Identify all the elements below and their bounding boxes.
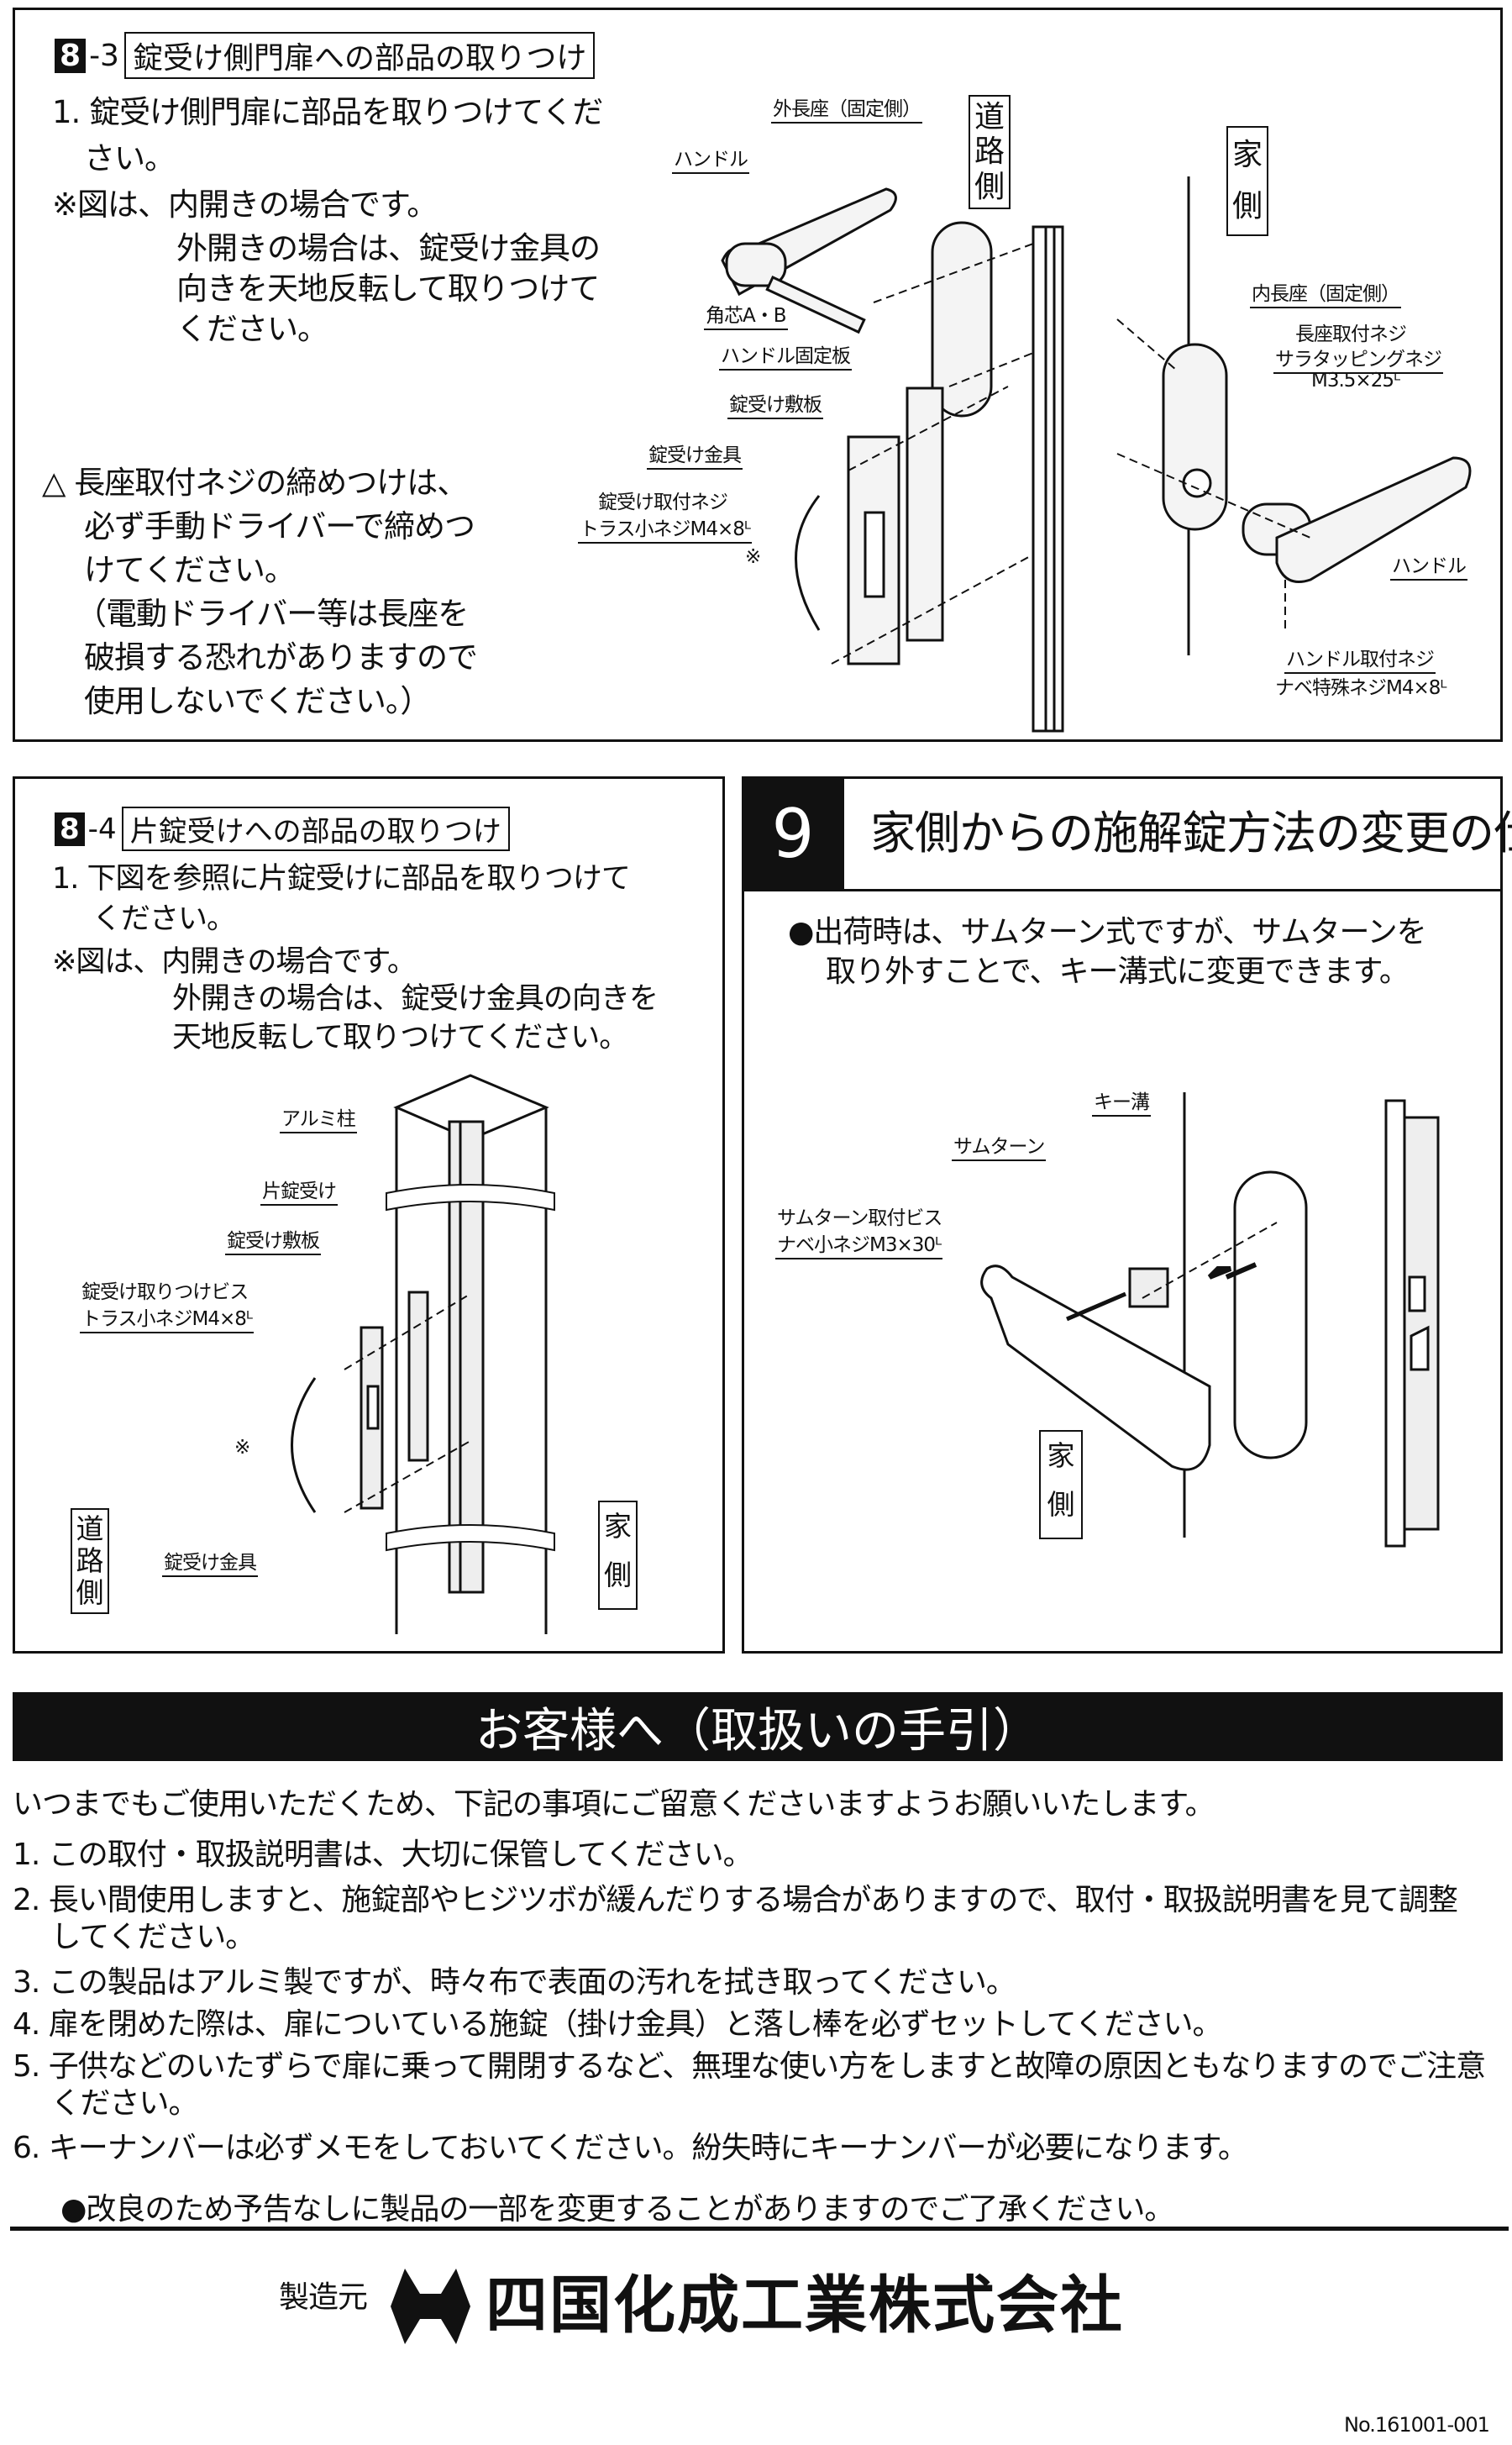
section-8-4 [13, 776, 725, 1654]
instruction-line: ください。 [176, 311, 328, 347]
step-number: 8 [55, 38, 87, 73]
instruction-line: 外開きの場合は、錠受け金具の [176, 230, 601, 266]
tag-char: 家 [1047, 1439, 1075, 1472]
road-side-tag: 道路側 [71, 1508, 109, 1614]
label-handle-screw-spec: ナベ特殊ネジM4×8ᴸ [1275, 677, 1446, 699]
step-number-badge: 9 [742, 776, 844, 891]
warning-line: △ 長座取付ネジの締めつけは、 [42, 465, 468, 501]
warning-line: 必ず手動ドライバーで締めつ [84, 508, 475, 544]
instruction-line: 外開きの場合は、錠受け金具の向きを [172, 982, 659, 1016]
section-9 [742, 776, 1503, 1654]
road-side-tag: 道路側 [969, 95, 1011, 210]
tag-char: 側 [1047, 1487, 1075, 1521]
section-9-header-divider [742, 889, 1503, 891]
tag-char: 側 [974, 169, 1005, 204]
label-plate-screw-type: サラタッピングネジ [1273, 343, 1443, 374]
care-item: 4. 扉を閉めた際は、扉についている施錠（掛け金具）と落し棒を必ずセットしてくだ… [13, 2007, 1223, 2042]
care-item: ください。 [13, 2086, 198, 2121]
tag-char: 路 [974, 134, 1005, 170]
instruction-line: ください。 [92, 902, 236, 936]
section-title: 片錠受けへの部品の取りつけ [121, 807, 510, 851]
label-thumbturn: サムターン [952, 1130, 1047, 1161]
tag-char: 側 [76, 1575, 104, 1609]
instruction-line: 向きを天地反転して取りつけて [176, 271, 600, 307]
divider [10, 2227, 1509, 2231]
warning-line: けてください。 [84, 552, 296, 588]
care-intro: いつまでもご使用いただくため、下記の事項にご留意くださいますようお願いいたします… [13, 1787, 1215, 1822]
label-strike-screw-spec: トラス小ネジM4×8ᴸ [578, 513, 752, 544]
tag-char: 側 [604, 1558, 632, 1591]
step-sub: -4 [87, 812, 117, 846]
label-strike-base: 錠受け敷板 [727, 388, 823, 419]
tag-char: 道 [76, 1512, 104, 1545]
section-8-3 [13, 8, 1503, 742]
company-name: 四国化成工業株式会社 [486, 2269, 1124, 2342]
care-banner: お客様へ（取扱いの手引） [13, 1692, 1503, 1761]
warning-line: 破損する恐れがありますので [84, 639, 478, 676]
label-strike: 錠受け金具 [162, 1546, 258, 1577]
care-item: 1. この取付・取扱説明書は、大切に保管してください。 [13, 1838, 753, 1872]
tag-char: 側 [1231, 189, 1263, 224]
step-number: 9 [771, 794, 815, 873]
label-plate-screw: 長座取付ネジ [1295, 323, 1407, 345]
label-handle-inner: ハンドル [1390, 549, 1467, 581]
label-strike-base: 錠受け敷板 [225, 1224, 321, 1255]
label-handle-screw: ハンドル取付ネジ [1284, 643, 1436, 674]
warning-line: （電動ドライバー等は長座を [76, 596, 469, 632]
care-banner-title: お客様へ（取扱いの手引） [475, 1703, 1040, 1759]
label-thumbturn-screw-spec: ナベ小ネジM3×30ᴸ [775, 1228, 943, 1259]
care-item: 2. 長い間使用しますと、施錠部やヒジツボが緩んだりする場合がありますので、取付… [13, 1883, 1458, 1917]
tag-char: 路 [76, 1543, 104, 1577]
label-handle: ハンドル [672, 143, 749, 174]
label-screw-spec: トラス小ネジM4×8ᴸ [80, 1302, 254, 1333]
tag-char: 家 [604, 1510, 632, 1543]
label-thumbturn-screw: サムターン取付ビス [777, 1207, 942, 1229]
section-8-3-heading: 8 -3 錠受け側門扉への部品の取りつけ [55, 32, 596, 79]
instruction-line: 1. 錠受け側門扉に部品を取りつけてくだ [52, 94, 603, 130]
note-mark: ※ [234, 1437, 250, 1459]
warning-line: 使用しないでください。） [84, 683, 431, 719]
label-post: アルミ柱 [280, 1102, 357, 1133]
label-spindle: 角芯A・B [704, 299, 788, 330]
improvement-notice: ●改良のため予告なしに製品の一部を変更することがありますのでご了承ください。 [60, 2192, 1174, 2227]
step-sub: -3 [89, 38, 119, 73]
document-number: No.161001-001 [1344, 2413, 1490, 2437]
tag-char: 家 [1231, 138, 1263, 172]
house-side-tag: 家側 [1039, 1430, 1083, 1539]
care-item: 5. 子供などのいたずらで扉に乗って開閉するなど、無理な使い方をしますと故障の原… [13, 2049, 1486, 2084]
house-side-tag: 家側 [598, 1501, 638, 1610]
section-title: 家側からの施解錠方法の変更の仕方 [870, 807, 1512, 860]
section-8-4-heading: 8 -4 片錠受けへの部品の取りつけ [55, 807, 510, 851]
label-key-slot: キー溝 [1092, 1086, 1151, 1117]
label-single-strike: 片錠受け [260, 1175, 338, 1206]
instruction-line: 1. 下図を参照に片錠受けに部品を取りつけて [52, 862, 631, 896]
label-plate-screw-spec: M3.5×25ᴸ [1311, 370, 1400, 392]
label-outer-plate: 外長座（固定側） [771, 92, 922, 124]
instruction-line: ※図は、内開きの場合です。 [52, 187, 438, 223]
label-handle-plate: ハンドル固定板 [719, 339, 852, 371]
label-strike: 錠受け金具 [647, 439, 743, 470]
note-mark: ※ [745, 546, 761, 568]
tag-char: 道 [974, 100, 1005, 134]
instruction-line: 取り外すことで、キー溝式に変更できます。 [826, 954, 1410, 989]
maker-label: 製造元 [279, 2280, 368, 2315]
care-item: してください。 [13, 1920, 255, 1954]
section-title: 錠受け側門扉への部品の取りつけ [123, 32, 596, 79]
instruction-line: さい。 [84, 140, 176, 176]
instruction-line: 天地反転して取りつけてください。 [172, 1021, 628, 1054]
care-item: 3. この製品はアルミ製ですが、時々布で表面の汚れを拭き取ってください。 [13, 1965, 1016, 2000]
instruction-line: ※図は、内開きの場合です。 [52, 945, 417, 979]
step-number: 8 [55, 812, 85, 846]
label-strike-screw: 錠受け取付ネジ [598, 492, 728, 513]
label-inner-plate: 内長座（固定側） [1250, 277, 1401, 308]
care-item: 6. キーナンバーは必ずメモをしておいてください。紛失時にキーナンバーが必要にな… [13, 2131, 1248, 2165]
house-side-tag: 家側 [1226, 126, 1268, 236]
instruction-line: ●出荷時は、サムターン式ですが、サムターンを [788, 915, 1427, 949]
label-screw: 錠受け取りつけビス [81, 1281, 249, 1303]
